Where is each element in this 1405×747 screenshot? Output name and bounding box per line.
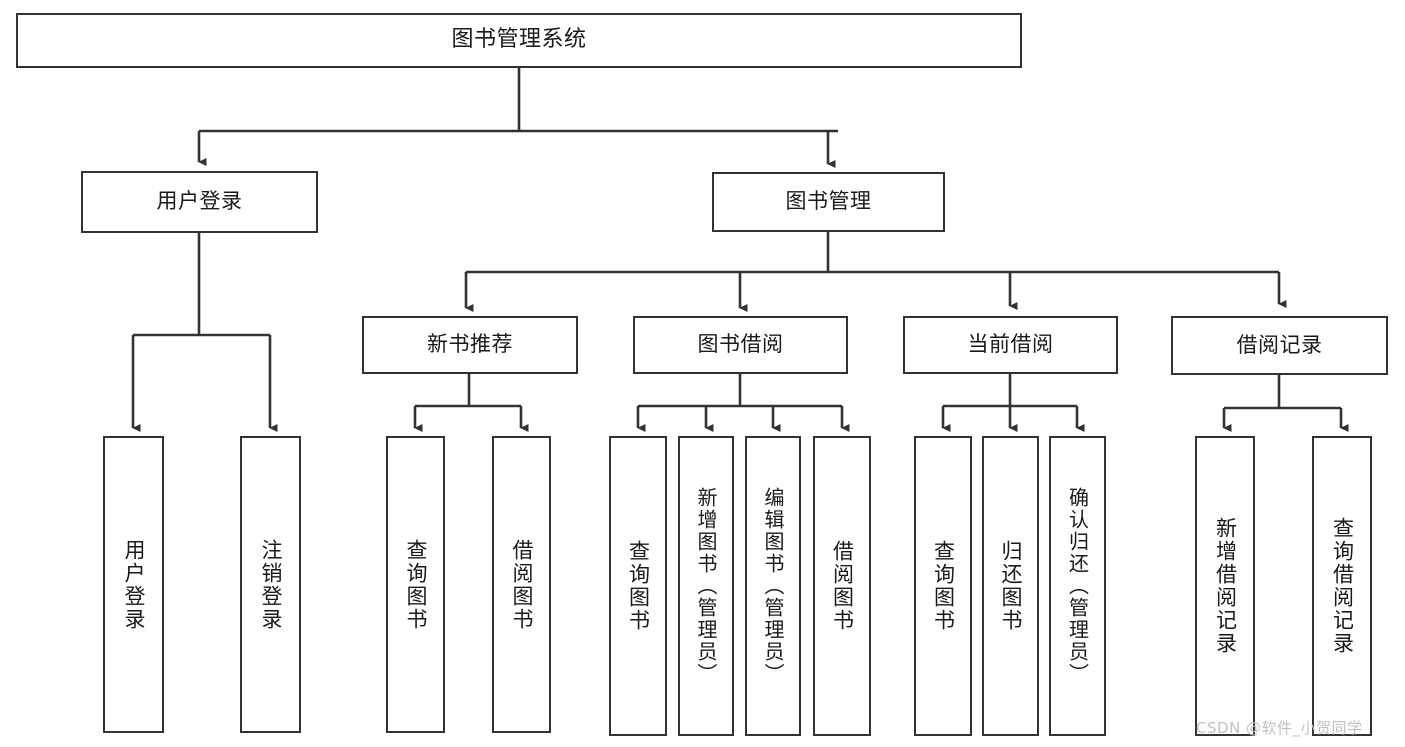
node-label: 查询图书 — [931, 540, 956, 632]
node-book-borrow[interactable]: 图书借阅 — [633, 316, 848, 374]
node-label: 用户登录 — [156, 189, 243, 214]
node-new-book-recommendation[interactable]: 新书推荐 — [362, 316, 578, 374]
leaf-current-borrow-confirm-return-admin[interactable]: 确认归还（管理员） — [1049, 436, 1106, 736]
node-current-borrow[interactable]: 当前借阅 — [903, 316, 1118, 374]
leaf-book-borrow-borrow-book[interactable]: 借阅图书 — [813, 436, 871, 736]
node-label: 新增图书（管理员） — [694, 487, 718, 685]
leaf-new-book-borrow-book[interactable]: 借阅图书 — [492, 436, 551, 733]
node-label: 注销登录 — [259, 538, 283, 631]
node-root-book-management-system[interactable]: 图书管理系统 — [16, 13, 1022, 68]
node-label: 用户登录 — [122, 538, 146, 631]
node-label: 借阅记录 — [1236, 332, 1323, 357]
node-user-login[interactable]: 用户登录 — [81, 171, 318, 233]
leaf-current-borrow-return-book[interactable]: 归还图书 — [982, 436, 1039, 736]
node-borrow-record[interactable]: 借阅记录 — [1171, 316, 1388, 375]
node-label: 查询借阅记录 — [1330, 517, 1355, 655]
node-label: 新增借阅记录 — [1213, 517, 1238, 655]
leaf-current-borrow-query-book[interactable]: 查询图书 — [914, 436, 972, 736]
node-label: 当前借阅 — [967, 332, 1054, 357]
leaf-book-borrow-add-book-admin[interactable]: 新增图书（管理员） — [678, 436, 734, 736]
leaf-book-borrow-edit-book-admin[interactable]: 编辑图书（管理员） — [745, 436, 801, 736]
node-label: 图书管理 — [785, 189, 872, 214]
node-label: 新书推荐 — [427, 332, 513, 357]
leaf-new-book-query-book[interactable]: 查询图书 — [386, 436, 445, 733]
node-label: 编辑图书（管理员） — [761, 487, 785, 685]
node-label: 查询图书 — [404, 538, 428, 631]
node-label: 查询图书 — [626, 540, 651, 632]
node-label: 确认归还（管理员） — [1065, 487, 1090, 685]
node-label: 图书借阅 — [697, 332, 784, 357]
leaf-book-borrow-query-book[interactable]: 查询图书 — [609, 436, 667, 736]
node-label: 图书管理系统 — [451, 27, 587, 53]
leaf-user-login-logout[interactable]: 注销登录 — [240, 436, 301, 733]
node-book-management[interactable]: 图书管理 — [712, 172, 945, 232]
leaf-borrow-record-query-record[interactable]: 查询借阅记录 — [1312, 436, 1372, 736]
node-label: 借阅图书 — [830, 540, 855, 632]
node-label: 借阅图书 — [510, 538, 534, 631]
leaf-borrow-record-add-record[interactable]: 新增借阅记录 — [1195, 436, 1255, 736]
csdn-watermark: CSDN @软件_小贺同学 — [1196, 719, 1363, 737]
leaf-user-login-login[interactable]: 用户登录 — [103, 436, 164, 733]
node-label: 归还图书 — [999, 540, 1023, 632]
